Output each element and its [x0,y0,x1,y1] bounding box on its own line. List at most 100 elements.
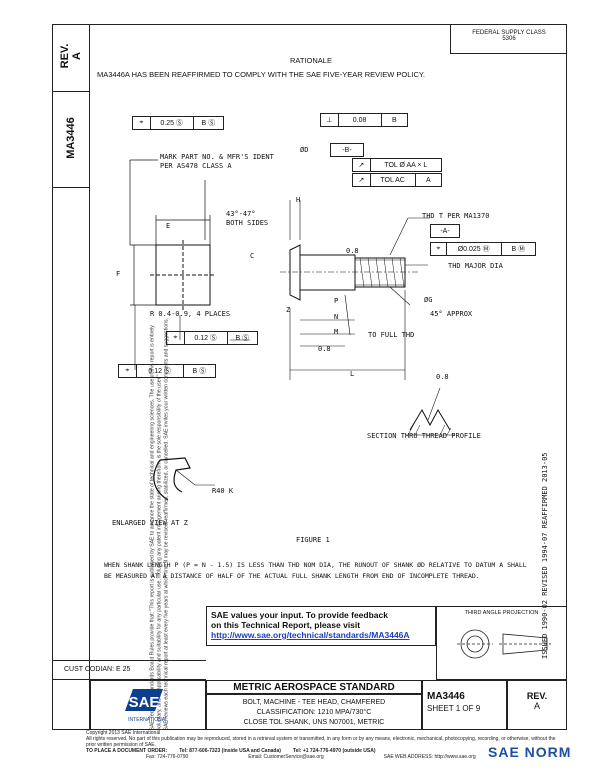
desc-line-1: BOLT, MACHINE - TEE HEAD, CHAMFERED [242,699,386,706]
angle-note: 43°-47° BOTH SIDES [226,210,269,227]
tb-rev-value: A [533,701,540,711]
section-title: SECTION THRU THREAD PROFILE [367,432,481,440]
fcf-symbol: ⌖ [133,117,151,129]
desc-line-3: CLOSE TOL SHANK, UNS N07001, METRIC [243,719,385,726]
fed-class-number: 5306 [502,36,516,42]
rev-value: A [71,52,83,60]
web-address[interactable]: SAE WEB ADDRESS: http://www.sae.org [383,754,476,760]
projection-label: THIRD ANGLE PROJECTION [464,610,539,616]
std-title: METRIC AEROSPACE STANDARD [206,680,422,694]
description-cell: BOLT, MACHINE - TEE HEAD, CHAMFERED CLAS… [206,694,422,730]
order-tel2: Tel: +1 724-776-4970 (outside USA) [292,748,376,754]
sheet-number: SHEET 1 OF 9 [427,704,481,713]
dim-c: C [250,252,255,260]
tol-line-1: TOL Ø AA × L [384,161,428,169]
enlarged-curve [153,459,169,501]
dim-z: Z [286,306,291,314]
fcf-low: ⌖ 0.12 Ⓢ B Ⓢ [118,364,216,378]
dim-d: ØD [300,146,309,154]
technical-drawing [129,159,455,501]
order-email: Email: CustomerService@sae.org [248,754,324,760]
rationale-text: MA3446A HAS BEEN REAFFIRMED TO COMPLY WI… [97,70,426,79]
watermark: SAE NORM [488,744,572,760]
datum-b: -B- [342,146,352,154]
rationale-title: RATIONALE [290,56,332,65]
dim-n: N [334,313,339,321]
approx-note: 45° APPROX [430,310,473,318]
tol-datum: A [425,176,431,184]
thread-note: THD T PER MA1370 [422,212,490,220]
dim-e: E [166,222,171,230]
fcf-symbol: ⌖ [119,365,137,377]
tol-box-1: ↗ TOL Ø AA × L [352,158,442,172]
r40k-label: R40 K [212,487,234,495]
to-full-thread: TO FULL THD [368,331,415,339]
dim-g: ØG [424,296,433,304]
radius-note: R 0.4-0.9, 4 PLACES [150,310,231,318]
mark-note: MARK PART NO. & MFR'S IDENT PER AS478 CL… [160,153,274,170]
footer: Copyright 2013 SAE International All rig… [86,730,586,760]
fcf-top-left: ⌖ 0.25 Ⓢ B Ⓢ [132,116,224,130]
side-doc-id: MA3446 [65,117,77,159]
dim-p: P [334,297,339,305]
surface-finish-1: 0.8 [346,247,359,255]
fcf-datum: B Ⓢ [201,120,216,127]
order-tel: Tel: 877-606-7323 (inside USA and Canada… [179,748,281,754]
custodian: CUST CODIAN: E 25 [52,660,206,680]
fcf-datum: B Ⓢ [192,368,207,375]
tb-rev-label: REV. [526,691,548,701]
datum-a: -A- [440,227,450,235]
logo-text: SAE [129,694,160,711]
fcf-datum: B Ⓜ [511,246,526,253]
dim-m: M [334,328,339,336]
datum-b-box: -B- [330,143,364,157]
doc-sheet-cell: MA3446 SHEET 1 OF 9 [422,680,507,730]
copyright: Copyright 2013 SAE International [86,730,161,736]
surface-finish-2: 0.8 [318,345,331,353]
thread-profile [409,408,451,431]
tol-box-2: ↗ TOL AC A [352,173,442,187]
fcf-tolerance: 0.25 Ⓢ [151,117,194,129]
projection-symbol-icon [457,629,551,659]
enlarged-title: ENLARGED VIEW AT Z [112,519,188,527]
logo-sub: INTERNATIONAL [128,717,168,723]
projection-box: THIRD ANGLE PROJECTION [436,606,567,680]
fcf-datum: B Ⓢ [235,335,250,342]
dim-h: H [296,196,301,204]
order-fax: Fax: 724-776-0790 [146,754,189,760]
tb-doc-id: MA3446 [427,691,465,702]
tb-rev-cell: REV. A [507,680,567,730]
fed-class-label: FEDERAL SUPPLY CLASS [472,30,546,36]
docid-cell: MA3446 [52,92,90,188]
dim-l: L [350,370,355,378]
fcf-top-right: ⊥ 0.08 B [320,113,408,127]
feedback-box: SAE values your input. To provide feedba… [206,606,436,646]
datum-a-box: -A- [430,224,460,238]
bolt-head [289,244,301,301]
rights-text: All rights reserved. No part of this pub… [86,736,556,748]
fcf-datum: B [391,116,397,124]
left-column: REV. A MA3446 [52,24,90,730]
fcf-thread: ⌖ Ø0.025 Ⓜ B Ⓜ [430,242,536,256]
fcf-tolerance: 0.12 Ⓢ [185,332,228,344]
shank-note: WHEN SHANK LENGTH P (P = N - 1.5) IS LES… [104,561,527,580]
fcf-symbol: ⌖ [167,332,185,344]
bolt-thread [354,257,406,288]
fcf-symbol: ⊥ [321,114,339,126]
fcf-tolerance: Ø0.025 Ⓜ [447,243,502,255]
fcf-mid: ⌖ 0.12 Ⓢ B Ⓢ [166,331,258,345]
sae-logo-cell: SAE INTERNATIONAL [90,680,206,730]
dim-f: F [116,270,121,278]
fed-supply-box: FEDERAL SUPPLY CLASS 5306 [450,24,567,54]
feedback-line-2: on this Technical Report, please visit [211,620,361,630]
sae-logo-icon: SAE INTERNATIONAL [125,689,168,723]
figure-title: FIGURE 1 [296,536,330,544]
feedback-line-1: SAE values your input. To provide feedba… [211,610,388,620]
tol-line-2: TOL AC [371,174,416,186]
bolt-shank [299,254,356,291]
rev-label: REV. [59,43,71,69]
order-label: TO PLACE A DOCUMENT ORDER: [86,748,168,754]
feedback-link[interactable]: http://www.sae.org/technical/standards/M… [211,630,410,640]
thread-major-dia: THD MAJOR DIA [448,262,503,270]
desc-line-2: CLASSIFICATION: 1210 MPA/730°C [256,709,372,716]
